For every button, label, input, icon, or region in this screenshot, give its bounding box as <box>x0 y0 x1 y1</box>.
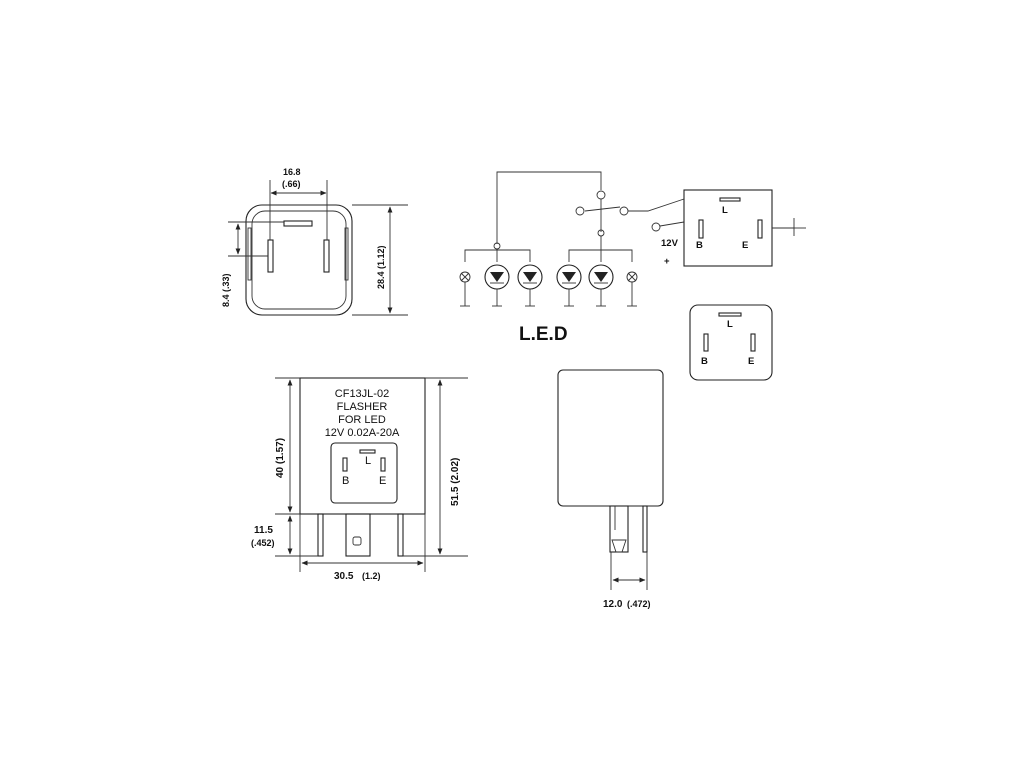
top-view-side-rib-left <box>247 227 252 281</box>
top-view-pin-e <box>323 239 330 273</box>
schematic-title: L.E.D <box>519 324 568 345</box>
top-view-pin-b <box>267 239 274 273</box>
schematic-pin-e <box>757 219 763 239</box>
right-led-1 <box>556 264 582 307</box>
schematic-pin-e-label: E <box>742 240 748 251</box>
pin-view-pin-b <box>703 333 709 352</box>
front-pin-length-mm: 11.5 <box>254 525 273 536</box>
front-connector-pin-e <box>380 457 386 472</box>
front-label-line2: FLASHER <box>337 401 388 413</box>
pin-view-pin-l-label: L <box>727 319 733 330</box>
left-led-1 <box>484 264 510 307</box>
front-body-height-label: 40 (1.57) <box>275 438 286 478</box>
front-label-line1: CF13JL-02 <box>335 388 389 400</box>
front-width-in: (1.2) <box>362 571 381 581</box>
pin-view-pin-e-label: E <box>748 356 754 367</box>
front-width-mm: 30.5 <box>334 571 354 582</box>
supply-terminal <box>651 222 661 232</box>
left-led-2 <box>517 264 543 307</box>
front-terminal-right <box>397 513 404 557</box>
wiring-schematic: 12V + L B E <box>459 171 806 345</box>
front-connector-pin-b <box>342 457 348 472</box>
front-pin-length-in: (.452) <box>251 538 275 548</box>
side-view-body <box>557 369 664 507</box>
pin-view: L B E <box>689 304 773 381</box>
front-total-height-label: 51.5 (2.02) <box>450 458 461 506</box>
pin-view-pin-b-label: B <box>701 356 708 367</box>
pin-view-body <box>689 304 773 381</box>
side-terminal-thin <box>642 505 648 553</box>
front-view: CF13JL-02 FLASHER FOR LED 12V 0.02A-20A … <box>251 377 468 582</box>
top-height-label: 28.4 (1.12) <box>376 245 386 289</box>
side-width-in: (.472) <box>627 599 651 609</box>
side-terminal-main <box>609 505 629 553</box>
front-pin-b-label: B <box>342 475 349 487</box>
switch-contact-right <box>619 206 629 216</box>
top-width-in: (.66) <box>282 179 301 189</box>
top-width-mm: 16.8 <box>283 167 301 177</box>
switch-blade <box>584 206 621 212</box>
right-indicator-lamp <box>626 271 638 307</box>
supply-polarity-label: + <box>664 256 670 267</box>
top-view: 16.8 (.66) 28.4 (1.12) 8.4 (.33) <box>221 167 408 316</box>
top-view-pin-l <box>283 220 313 227</box>
top-view-outer-body <box>245 204 353 316</box>
front-label-line4: 12V 0.02A-20A <box>325 427 400 439</box>
front-connector-pin-l <box>359 449 376 454</box>
top-view-side-rib-right <box>344 227 349 281</box>
schematic-pin-l <box>719 197 741 202</box>
pin-view-pin-e <box>750 333 756 352</box>
switch-contact-left <box>575 206 585 216</box>
front-terminal-left <box>317 513 324 557</box>
right-led-2 <box>588 264 614 307</box>
schematic-pin-b <box>698 219 704 239</box>
side-width-mm: 12.0 <box>603 599 623 610</box>
pin-view-pin-l <box>718 312 742 317</box>
top-pin-pitch-label: 8.4 (.33) <box>221 273 231 307</box>
front-terminal-middle <box>345 513 371 557</box>
supply-voltage-label: 12V <box>661 238 679 249</box>
front-pin-e-label: E <box>379 475 386 487</box>
left-indicator-lamp <box>459 271 471 307</box>
schematic-pin-l-label: L <box>722 205 728 216</box>
front-connector-window <box>330 442 398 504</box>
top-view-inner-body <box>251 210 347 310</box>
front-label-line3: FOR LED <box>338 414 386 426</box>
front-pin-l-label: L <box>365 455 371 467</box>
side-view: 12.0 (.472) <box>557 369 664 610</box>
schematic-pin-b-label: B <box>696 240 703 251</box>
